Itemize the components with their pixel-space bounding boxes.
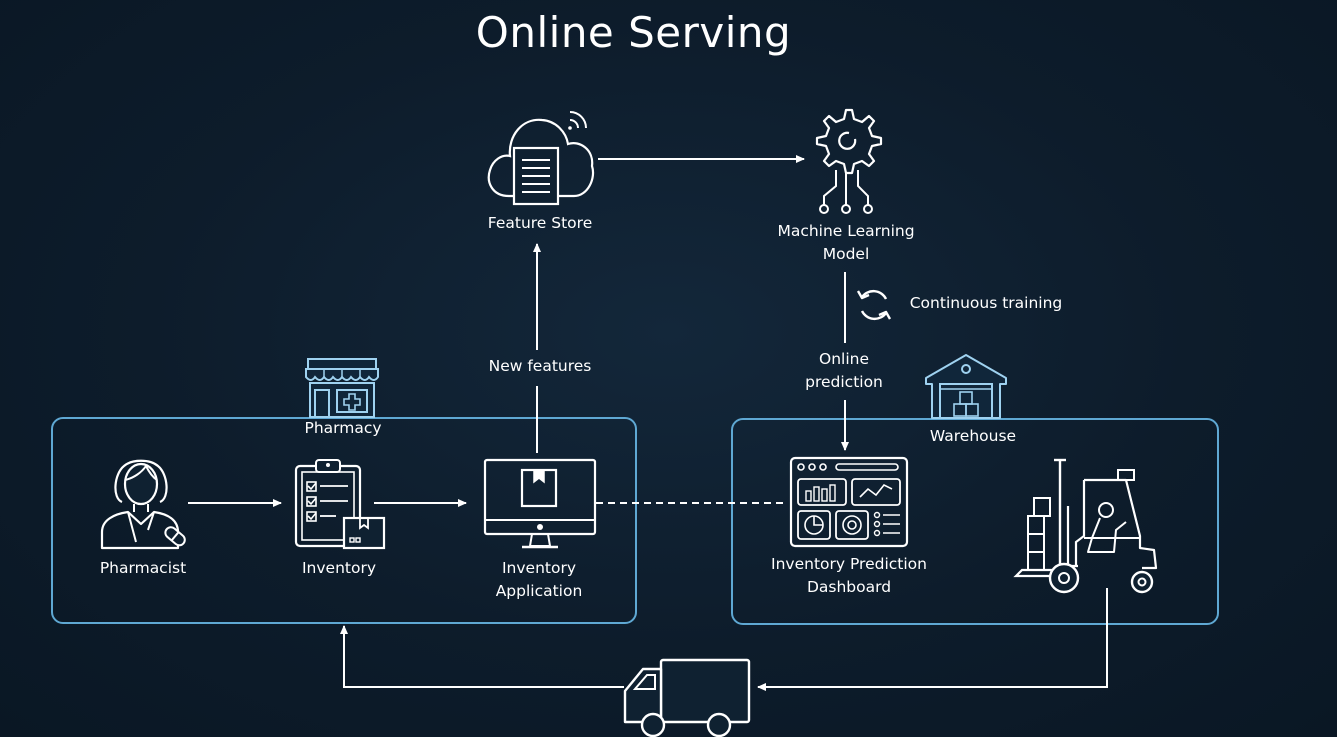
online-prediction-line1: Online [818,350,869,368]
inventory-app-label: Inventory Application [496,557,583,603]
truck-icon [623,658,751,737]
inventory-app-label-line1: Inventory [501,559,577,577]
dashboard-label: Inventory Prediction Dashboard [771,553,927,599]
online-prediction-line2: prediction [805,373,883,391]
warehouse-label: Warehouse [929,427,1017,445]
continuous-training-label: Continuous training [909,294,1063,312]
person-icon [100,459,186,550]
warehouse-icon [925,354,1007,419]
inventory-app-label-line2: Application [495,582,583,600]
feature-store-label: Feature Store [487,214,593,232]
cloud-document-icon [487,111,595,206]
dashboard-label-line2: Dashboard [806,578,892,596]
gear-circuit-icon [815,108,883,214]
pharmacist-label: Pharmacist [99,559,187,577]
dashboard-icon [789,456,909,548]
inventory-label: Inventory [301,559,377,577]
refresh-icon [856,289,892,321]
monitor-icon [483,458,597,549]
online-prediction-label: Online prediction [805,348,883,394]
forklift-icon [1013,458,1158,594]
ml-model-label-line1: Machine Learning [777,222,915,240]
arrow-truck-to-pharmacy [340,625,624,688]
new-features-label: New features [488,357,592,375]
arrow-warehouse-to-truck [757,588,1108,691]
storefront-icon [305,358,379,418]
pharmacy-label: Pharmacy [304,419,382,437]
ml-model-label-line2: Model [822,245,870,263]
ml-model-label: Machine Learning Model [777,220,914,266]
page-title: Online Serving [475,8,792,57]
clipboard-icon [294,459,386,550]
dashboard-label-line1: Inventory Prediction [771,555,927,573]
